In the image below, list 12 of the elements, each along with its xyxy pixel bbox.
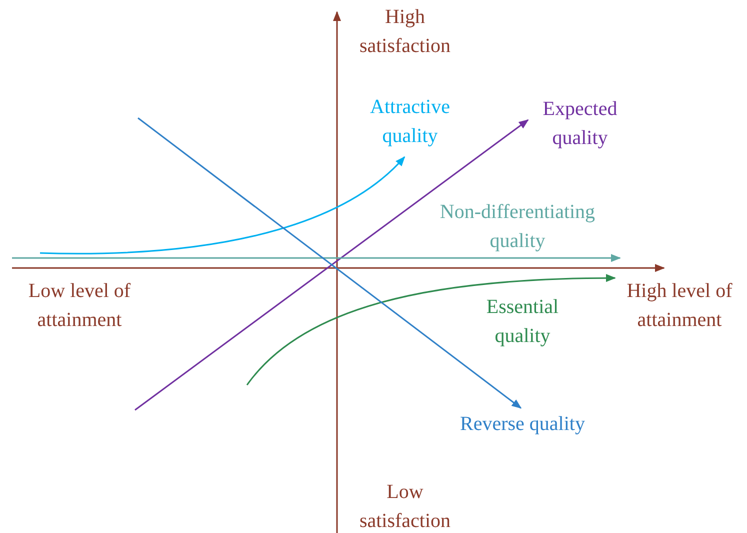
axis-label: High level of attainment <box>626 279 734 333</box>
curve-arrow <box>246 274 616 386</box>
curve-label: Expected quality <box>520 95 640 153</box>
curve-label: Essential quality <box>470 293 575 351</box>
axis-label: Low satisfaction <box>358 480 452 533</box>
curve-label: Non-differentiating quality <box>415 198 620 256</box>
curve-label: Reverse quality <box>440 410 605 439</box>
curve-label: Attractive quality <box>355 93 465 151</box>
curve-arrow <box>40 156 406 254</box>
axis-label: Low level of attainment <box>27 279 132 333</box>
curve-arrow <box>12 254 621 262</box>
axis-label: High satisfaction <box>358 5 452 59</box>
